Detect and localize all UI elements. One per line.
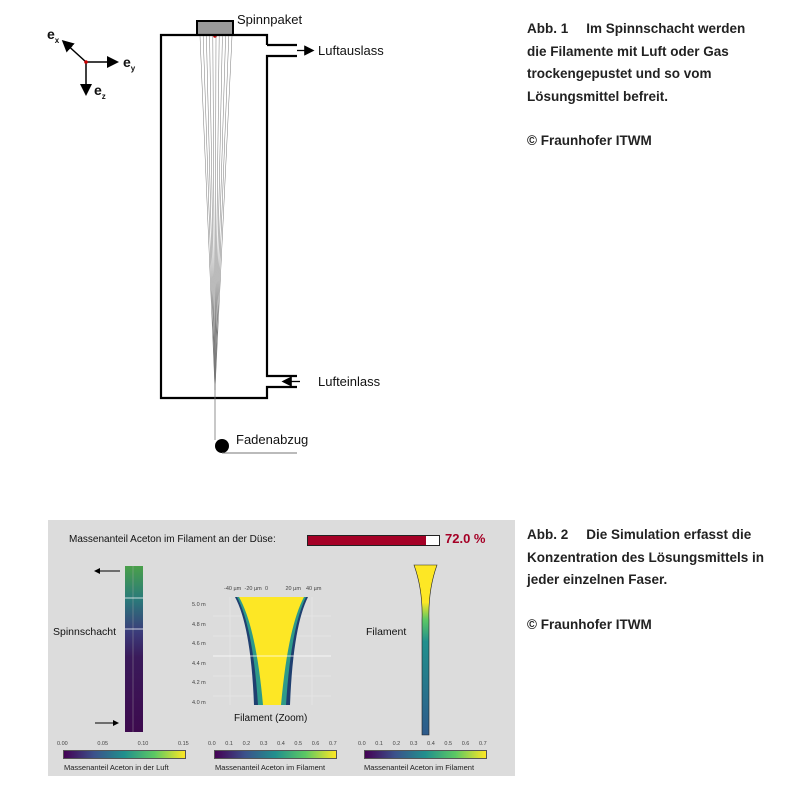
colorbar-tick: 0.7 (479, 741, 487, 747)
colorbar-tick: 0.5 (444, 741, 453, 747)
colorbar-tick: 0.10 (137, 741, 149, 747)
shaft-title: Spinnschacht (53, 626, 117, 638)
zoom-plot (213, 597, 331, 705)
filament-title: Filament (366, 626, 407, 638)
filament-visualization (413, 564, 438, 736)
y-axis-tick: 4.6 m (192, 641, 206, 648)
air-colorbar (63, 750, 186, 759)
air-colorbar-label: Massenanteil Aceton in der Luft (64, 763, 169, 772)
colorbar-tick: 0.2 (242, 741, 251, 747)
shaft-walls (159, 33, 297, 400)
filament-colorbar-label: Massenanteil Aceton im Filament (364, 763, 475, 772)
colorbar-tick: 0.15 (178, 741, 189, 747)
caption-number: Abb. 1 (527, 21, 569, 36)
axis-ez-label: ez (94, 82, 106, 101)
luftauslass-label: Luftauslass (318, 43, 384, 58)
axis-ey-label: ey (123, 54, 136, 73)
colorbar-tick: 0.6 (461, 741, 470, 747)
y-axis-tick: 4.4 m (192, 660, 206, 667)
colorbar-tick: 0.3 (259, 741, 268, 747)
fadenabzug-label: Fadenabzug (236, 432, 309, 447)
colorbar-tick: 0.5 (294, 741, 303, 747)
copyright: © Fraunhofer ITWM (527, 133, 652, 148)
colorbar-tick: 0.2 (392, 741, 401, 747)
progress-label: Massenanteil Aceton im Filament an der D… (69, 534, 276, 545)
colorbar-tick: 0.0 (358, 741, 366, 747)
colorbar-tick: 0.6 (311, 741, 320, 747)
colorbar-tick: 0.7 (329, 741, 337, 747)
spinning-shaft-diagram (61, 20, 315, 454)
colorbar-tick: 0.4 (427, 741, 435, 747)
colorbar-tick: 0.05 (97, 741, 109, 747)
axis-ex-label: ex (47, 26, 60, 45)
filament-zoom-colorbar (214, 750, 337, 759)
take-up-roller (215, 439, 229, 453)
copyright: © Fraunhofer ITWM (527, 616, 652, 632)
y-axis-tick: 5.0 m (192, 602, 206, 608)
coordinate-axes (61, 39, 119, 96)
colorbar-tick: 0.1 (375, 741, 383, 747)
y-axis-tick: 4.0 m (192, 700, 206, 706)
filaments (199, 35, 233, 391)
shaft-visualization (94, 566, 143, 732)
caption-text: Die Simulation erfasst die Konzentration… (527, 527, 765, 587)
colorbar-tick: 0.1 (225, 741, 233, 747)
x-axis-tick: 40 µm (306, 586, 322, 592)
colorbar-tick: 0.4 (277, 741, 285, 747)
colorbar-tick: 0.00 (57, 741, 68, 747)
filament-colorbar (364, 750, 487, 759)
x-axis-tick: 20 µm (285, 586, 301, 592)
zoom-title: Filament (Zoom) (234, 713, 308, 724)
x-axis-tick: -20 µm (244, 586, 262, 592)
filament-zoom-colorbar-label: Massenanteil Aceton im Filament (215, 763, 326, 772)
progress-bar (307, 535, 440, 546)
y-axis-tick: 4.8 m (192, 621, 206, 628)
x-axis-tick: 0 (265, 586, 269, 592)
caption-text: Im Spinnschacht werden die Filamente mit… (527, 21, 746, 104)
colorbar-tick: 0.0 (208, 741, 216, 747)
colorbar-tick: 0.3 (409, 741, 418, 747)
progress-value: 72.0 % (445, 531, 486, 546)
y-axis-tick: 4.2 m (192, 680, 206, 687)
spin-pack (196, 20, 234, 36)
x-axis-tick: -40 µm (224, 586, 242, 592)
simulation-panel: Massenanteil Aceton im Filament an der D… (48, 520, 515, 776)
lufteinlass-label: Lufteinlass (318, 374, 381, 389)
spinnpaket-label: Spinnpaket (237, 12, 303, 27)
caption-number: Abb. 2 (527, 527, 569, 542)
